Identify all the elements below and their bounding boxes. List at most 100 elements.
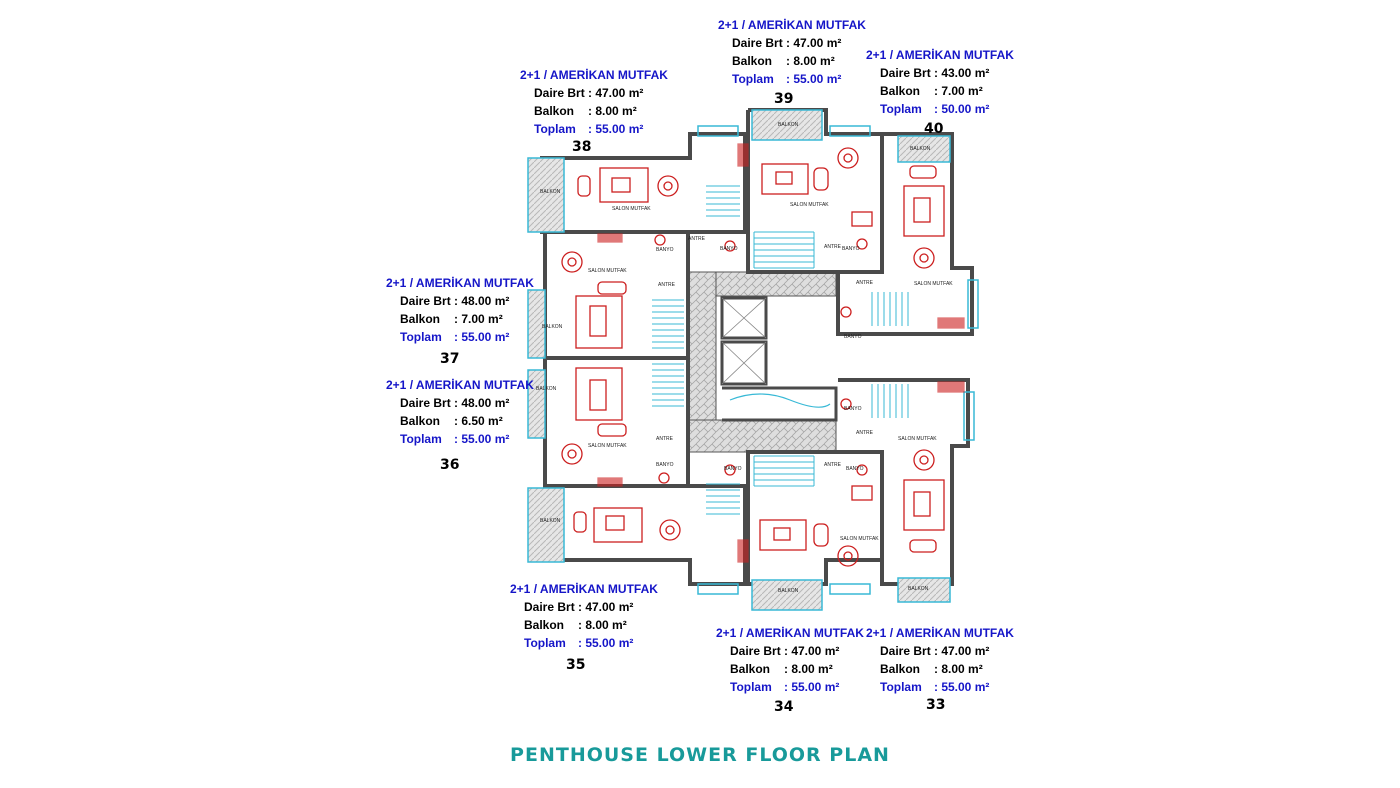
daire-label: Daire Brt xyxy=(400,294,451,308)
room-label-banyo: BANYO xyxy=(844,334,862,340)
daire-label: Daire Brt xyxy=(730,644,781,658)
toplam-label: Toplam xyxy=(732,72,774,86)
toplam-value: : 55.00 m² xyxy=(578,636,634,650)
toplam-value: : 55.00 m² xyxy=(454,432,510,446)
toplam-label: Toplam xyxy=(400,330,442,344)
balkon-label: Balkon xyxy=(732,54,773,68)
balkon-value: : 7.00 m² xyxy=(934,84,983,98)
apartment-number: 37 xyxy=(440,351,460,367)
toplam-value: : 55.00 m² xyxy=(784,680,840,694)
toplam-label: Toplam xyxy=(524,636,566,650)
room-label-balkon: BALKON xyxy=(536,386,557,392)
balkon-value: : 6.50 m² xyxy=(454,414,503,428)
room-label-balkon: BALKON xyxy=(542,324,563,330)
apartment-number: 34 xyxy=(774,699,794,715)
apartment-number: 36 xyxy=(440,457,460,473)
balkon-value: : 8.00 m² xyxy=(786,54,835,68)
apartment-38-info: 2+1 / AMERİKAN MUTFAK Daire Brt: 47.00 m… xyxy=(520,66,668,156)
apartment-type: 2+1 / AMERİKAN MUTFAK xyxy=(718,18,866,32)
apartment-36-info: 2+1 / AMERİKAN MUTFAK Daire Brt: 48.00 m… xyxy=(386,376,534,474)
balkon-value: : 8.00 m² xyxy=(588,104,637,118)
daire-value: : 47.00 m² xyxy=(934,644,990,658)
apartment-33-info: 2+1 / AMERİKAN MUTFAK Daire Brt: 47.00 m… xyxy=(866,624,1014,714)
balkon-value: : 7.00 m² xyxy=(454,312,503,326)
room-label-banyo: BANYO xyxy=(656,247,674,253)
room-label-banyo: BANYO xyxy=(844,406,862,412)
apartment-number: 39 xyxy=(774,91,794,107)
daire-value: : 47.00 m² xyxy=(786,36,842,50)
toplam-value: : 55.00 m² xyxy=(588,122,644,136)
room-label-salon: SALON MUTFAK xyxy=(914,281,953,287)
plan-title: PENTHOUSE LOWER FLOOR PLAN xyxy=(510,744,890,766)
daire-value: : 48.00 m² xyxy=(454,294,510,308)
toplam-label: Toplam xyxy=(400,432,442,446)
room-label-antre: ANTRE xyxy=(658,282,676,288)
balkon-value: : 8.00 m² xyxy=(578,618,627,632)
toplam-label: Toplam xyxy=(880,680,922,694)
room-label-antre: ANTRE xyxy=(824,462,842,468)
balkon-value: : 8.00 m² xyxy=(934,662,983,676)
room-labels: BALKON SALON MUTFAK BALKON SALON MUTFAK … xyxy=(536,122,953,594)
room-label-salon: SALON MUTFAK xyxy=(790,202,829,208)
apartment-40-info: 2+1 / AMERİKAN MUTFAK Daire Brt: 43.00 m… xyxy=(866,46,1014,138)
room-label-banyo: BANYO xyxy=(656,462,674,468)
room-label-banyo: BANYO xyxy=(724,466,742,472)
apartment-number: 38 xyxy=(572,139,592,155)
apartment-34-info: 2+1 / AMERİKAN MUTFAK Daire Brt: 47.00 m… xyxy=(716,624,864,716)
room-label-balkon: BALKON xyxy=(540,518,561,524)
apartment-type: 2+1 / AMERİKAN MUTFAK xyxy=(520,68,668,82)
apartment-number: 35 xyxy=(566,657,586,673)
daire-label: Daire Brt xyxy=(534,86,585,100)
central-corridor xyxy=(687,271,838,453)
apartment-39-info: 2+1 / AMERİKAN MUTFAK Daire Brt: 47.00 m… xyxy=(718,16,866,108)
apartment-type: 2+1 / AMERİKAN MUTFAK xyxy=(866,626,1014,640)
apartment-number: 33 xyxy=(926,697,946,713)
apartment-type: 2+1 / AMERİKAN MUTFAK xyxy=(716,626,864,640)
apartment-number: 40 xyxy=(924,121,944,137)
balconies xyxy=(527,109,979,611)
room-label-salon: SALON MUTFAK xyxy=(588,268,627,274)
daire-value: : 47.00 m² xyxy=(588,86,644,100)
toplam-label: Toplam xyxy=(534,122,576,136)
daire-label: Daire Brt xyxy=(880,66,931,80)
room-label-antre: ANTRE xyxy=(856,280,874,286)
balkon-label: Balkon xyxy=(534,104,575,118)
apartment-35-info: 2+1 / AMERİKAN MUTFAK Daire Brt: 47.00 m… xyxy=(510,580,658,674)
apartment-type: 2+1 / AMERİKAN MUTFAK xyxy=(386,276,534,290)
furniture xyxy=(561,143,965,567)
balkon-label: Balkon xyxy=(524,618,565,632)
toplam-label: Toplam xyxy=(880,102,922,116)
daire-value: : 48.00 m² xyxy=(454,396,510,410)
unit-walls xyxy=(540,108,974,586)
daire-value: : 43.00 m² xyxy=(934,66,990,80)
room-label-balkon: BALKON xyxy=(910,146,931,152)
room-label-salon: SALON MUTFAK xyxy=(840,536,879,542)
daire-label: Daire Brt xyxy=(732,36,783,50)
room-label-balkon: BALKON xyxy=(908,586,929,592)
toplam-value: : 55.00 m² xyxy=(454,330,510,344)
room-label-antre: ANTRE xyxy=(688,236,706,242)
apartment-type: 2+1 / AMERİKAN MUTFAK xyxy=(866,48,1014,62)
toplam-label: Toplam xyxy=(730,680,772,694)
apartment-type: 2+1 / AMERİKAN MUTFAK xyxy=(510,582,658,596)
balkon-label: Balkon xyxy=(880,662,921,676)
room-label-banyo: BANYO xyxy=(842,246,860,252)
room-label-balkon: BALKON xyxy=(778,588,799,594)
room-label-antre: ANTRE xyxy=(856,430,874,436)
toplam-value: : 55.00 m² xyxy=(934,680,990,694)
balkon-label: Balkon xyxy=(400,414,441,428)
room-label-salon: SALON MUTFAK xyxy=(898,436,937,442)
daire-value: : 47.00 m² xyxy=(784,644,840,658)
toplam-value: : 50.00 m² xyxy=(934,102,990,116)
apartment-37-info: 2+1 / AMERİKAN MUTFAK Daire Brt: 48.00 m… xyxy=(386,274,534,368)
balkon-value: : 8.00 m² xyxy=(784,662,833,676)
room-label-salon: SALON MUTFAK xyxy=(612,206,651,212)
daire-value: : 47.00 m² xyxy=(578,600,634,614)
toplam-value: : 55.00 m² xyxy=(786,72,842,86)
daire-label: Daire Brt xyxy=(400,396,451,410)
room-label-balkon: BALKON xyxy=(540,189,561,195)
room-label-banyo: BANYO xyxy=(720,246,738,252)
stairs xyxy=(652,185,909,515)
room-label-salon: SALON MUTFAK xyxy=(588,443,627,449)
